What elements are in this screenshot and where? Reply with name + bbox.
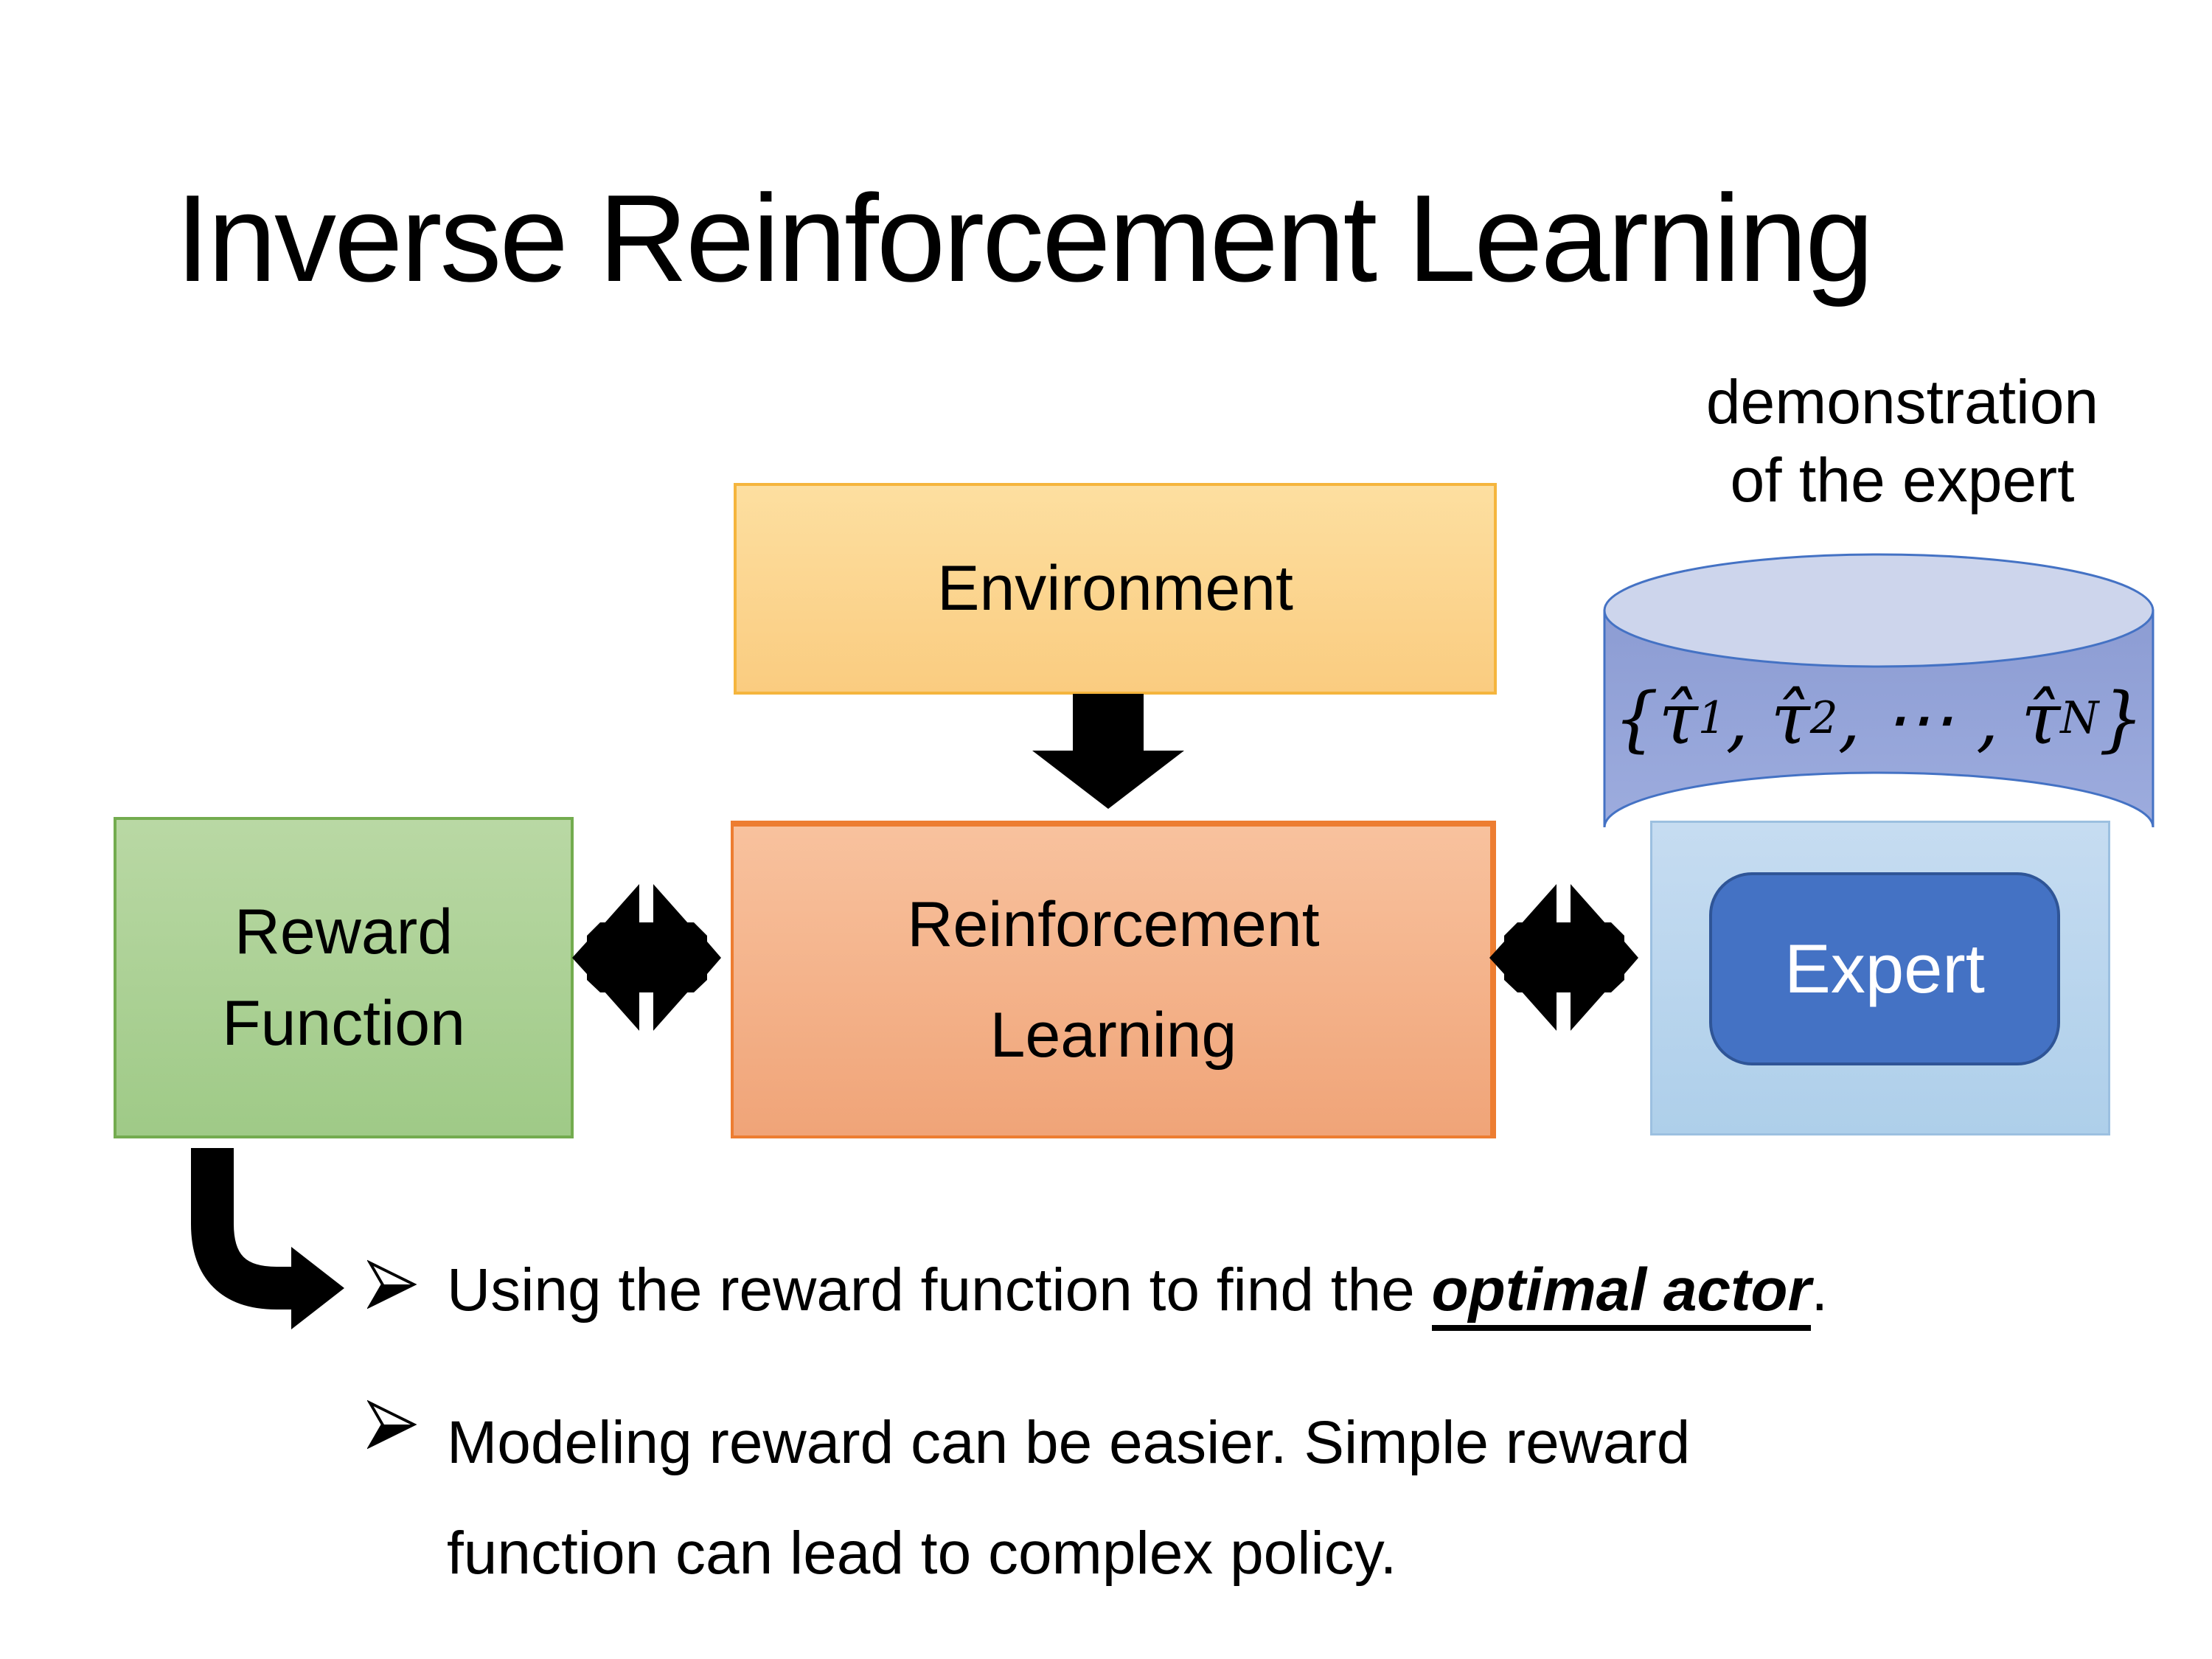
trajectory-set-formula: {τ̂1, τ̂2, ⋯ , τ̂N}	[1613, 678, 2144, 760]
formula-tau3: τ̂	[2021, 678, 2061, 760]
demonstration-cylinder-icon	[1603, 553, 2154, 828]
formula-close-brace: }	[2098, 678, 2144, 760]
demonstration-label-line1: demonstration	[1705, 367, 2099, 437]
arrowhead-bullet-icon	[367, 1259, 417, 1310]
demonstration-label: demonstration of the expert	[1593, 363, 2212, 519]
formula-tau1: τ̂	[1658, 678, 1698, 760]
expert-label: Expert	[1784, 930, 1985, 1007]
bullet-2-text: Modeling reward can be easier. Simple re…	[447, 1388, 1690, 1609]
bullet-1-post: .	[1811, 1256, 1829, 1324]
reward-function-box: Reward Function	[114, 817, 574, 1138]
bullet-2-line2: function can lead to complex policy.	[447, 1520, 1397, 1587]
reward-function-label-line1: Reward	[234, 897, 453, 967]
double-arrow-right-icon	[1489, 884, 1638, 1031]
double-arrow-left-icon	[572, 884, 721, 1031]
bullet-1-emphasis: optimal actor	[1431, 1256, 1812, 1331]
down-arrow-icon	[1032, 694, 1184, 809]
environment-box: Environment	[734, 483, 1497, 695]
reinforcement-learning-label-line2: Learning	[990, 999, 1237, 1071]
expert-box: Expert	[1709, 872, 2060, 1065]
bullet-item-1: Using the reward function to find the op…	[367, 1248, 1828, 1333]
bullet-2-line1: Modeling reward can be easier. Simple re…	[447, 1409, 1691, 1476]
page-title: Inverse Reinforcement Learning	[175, 169, 1874, 307]
bullet-1-pre: Using the reward function to find the	[447, 1256, 1432, 1324]
formula-tau2: τ̂	[1770, 678, 1810, 760]
reinforcement-learning-label: Reinforcement Learning	[907, 869, 1319, 1091]
reinforcement-learning-box: Reinforcement Learning	[731, 821, 1496, 1138]
arrowhead-bullet-icon	[367, 1399, 417, 1450]
bullet-1-text: Using the reward function to find the op…	[447, 1248, 1828, 1333]
bullet-item-2: Modeling reward can be easier. Simple re…	[367, 1388, 1690, 1609]
elbow-arrow-icon	[191, 1148, 344, 1329]
reward-function-label: Reward Function	[222, 886, 465, 1069]
formula-open-brace: {	[1613, 678, 1659, 760]
formula-dots: , ⋯ ,	[1837, 678, 2022, 760]
demonstration-label-line2: of the expert	[1730, 445, 2075, 515]
reward-function-label-line2: Function	[222, 988, 465, 1059]
reinforcement-learning-label-line1: Reinforcement	[907, 888, 1320, 960]
environment-label: Environment	[937, 553, 1293, 624]
formula-comma1: ,	[1725, 678, 1771, 760]
